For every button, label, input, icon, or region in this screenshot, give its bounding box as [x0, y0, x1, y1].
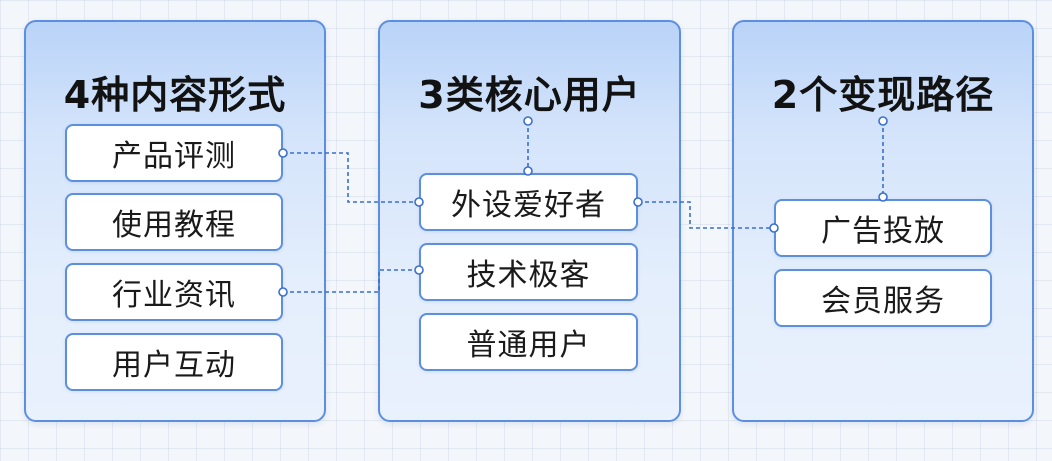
monetize-item-advertising: 广告投放	[774, 199, 992, 257]
monetize-item-membership: 会员服务	[774, 269, 992, 327]
connector-dot	[878, 192, 888, 202]
user-item-tech-geek: 技术极客	[419, 243, 638, 301]
user-item-peripheral-enthusiast: 外设爱好者	[419, 173, 638, 231]
connector-dot	[878, 116, 888, 126]
connector-dot	[414, 265, 424, 275]
connector-dot	[278, 148, 288, 158]
connector-dot	[278, 287, 288, 297]
content-item-user-interaction: 用户互动	[65, 333, 283, 391]
connector-dot	[633, 197, 643, 207]
connector-news-to-geek	[283, 269, 419, 293]
content-forms-title: 4种内容形式	[63, 73, 287, 117]
connector-enthusiast-to-advertising	[638, 201, 774, 229]
content-item-product-review: 产品评测	[65, 124, 283, 182]
connector-dot	[769, 223, 779, 233]
connector-dot	[523, 166, 533, 176]
connector-review-to-enthusiast	[283, 152, 419, 203]
user-item-regular-user: 普通用户	[419, 313, 638, 371]
connector-dot	[523, 116, 533, 126]
monetization-title: 2个变现路径	[771, 73, 995, 117]
core-users-title: 3类核心用户	[418, 73, 641, 117]
content-item-tutorial: 使用教程	[65, 193, 283, 251]
content-item-industry-news: 行业资讯	[65, 263, 283, 321]
connector-dot	[414, 197, 424, 207]
